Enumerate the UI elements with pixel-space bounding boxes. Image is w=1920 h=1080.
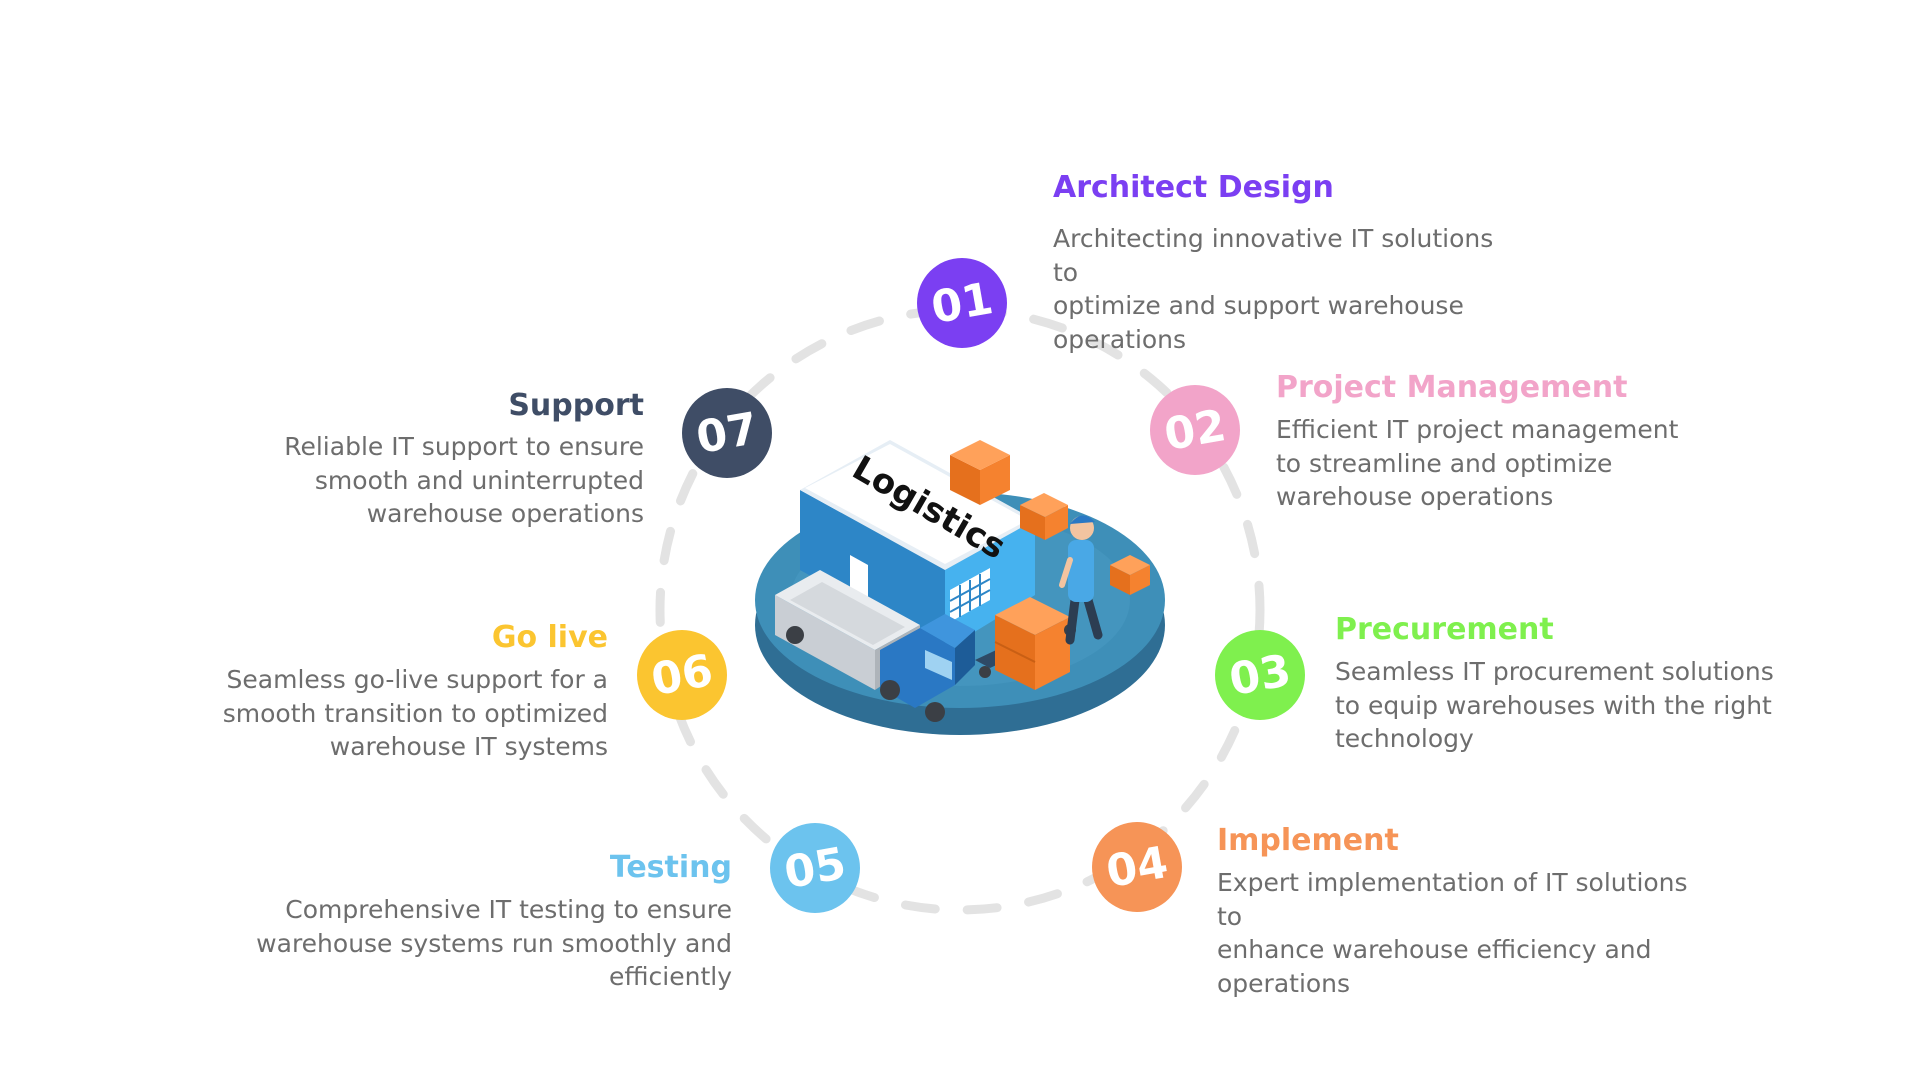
logistics-illustration: Logistics	[755, 440, 1165, 735]
step-badge-07	[682, 388, 772, 478]
step-description-architect-design: Architecting innovative IT solutions to …	[1053, 224, 1494, 354]
step-badge-04	[1092, 822, 1182, 912]
step-badge-02	[1150, 385, 1240, 475]
step-title-project-management: Project Management	[1276, 370, 1628, 405]
step-description-testing: Comprehensive IT testing to ensure wareh…	[256, 895, 732, 991]
step-description-project-management: Efficient IT project management to strea…	[1276, 415, 1679, 511]
step-description-precurement: Seamless IT procurement solutions to equ…	[1335, 657, 1774, 753]
worker-icon	[1059, 515, 1103, 645]
step-badge-06	[637, 630, 727, 720]
step-title-implement: Implement	[1217, 823, 1399, 858]
step-title-go-live: Go live	[491, 620, 608, 655]
step-description-support: Reliable IT support to ensure smooth and…	[284, 432, 644, 528]
step-number-03: 03	[1226, 645, 1295, 706]
cycle-ring	[655, 305, 1265, 915]
step-number-01: 01	[928, 273, 997, 334]
step-number-02: 02	[1161, 400, 1230, 461]
step-description-implement: Expert implementation of IT solutions to…	[1217, 868, 1688, 998]
step-circle-06: 06	[637, 630, 727, 720]
truck-icon	[775, 570, 975, 722]
step-circle-01: 01	[917, 258, 1007, 348]
step-title-architect-design: Architect Design	[1053, 170, 1334, 205]
step-title-support: Support	[508, 388, 644, 423]
step-title-testing: Testing	[609, 850, 732, 885]
step-number-05: 05	[781, 838, 850, 899]
step-badge-01	[917, 258, 1007, 348]
step-badge-03	[1215, 630, 1305, 720]
step-number-04: 04	[1103, 837, 1172, 898]
step-badge-05	[770, 823, 860, 913]
step-circle-05: 05	[770, 823, 860, 913]
hand-truck-icon	[975, 597, 1076, 690]
step-number-07: 07	[693, 403, 762, 464]
cargo-box-icon	[950, 440, 1150, 595]
step-circle-03: 03	[1215, 630, 1305, 720]
step-circle-04: 04	[1092, 822, 1182, 912]
step-circle-07: 07	[682, 388, 772, 478]
step-title-precurement: Precurement	[1335, 612, 1554, 647]
step-number-06: 06	[648, 645, 717, 706]
warehouse-icon: Logistics	[800, 440, 1035, 650]
step-description-go-live: Seamless go-live support for a smooth tr…	[222, 665, 608, 761]
step-circle-02: 02	[1150, 385, 1240, 475]
